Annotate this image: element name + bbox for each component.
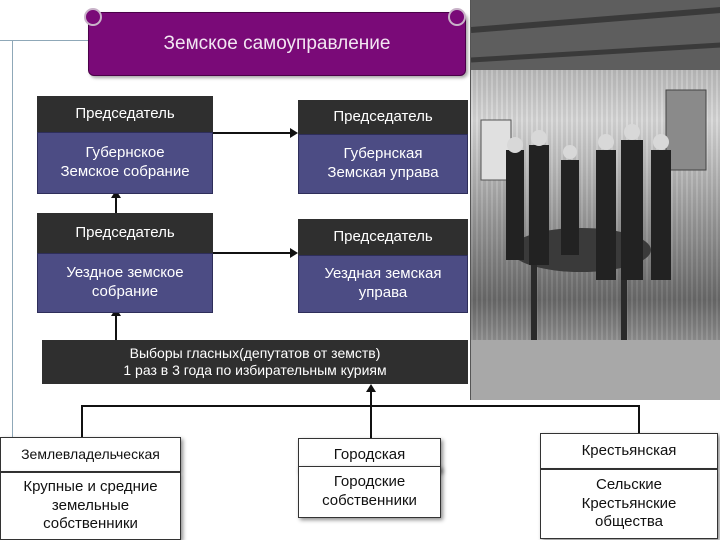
elections-label: Выборы гласных(депутатов от земств) 1 ра… — [123, 345, 387, 378]
uezd-board-chair-label: Председатель — [333, 227, 433, 245]
connector-uezd-to-gubernia — [115, 195, 117, 213]
connector-bus-to-elections — [370, 388, 372, 438]
gubernia-assembly-label: Губернское Земское собрание — [60, 144, 190, 180]
uezd-assembly-chair-label: Председатель — [75, 223, 175, 241]
gubernia-assembly-chair-label: Председатель — [75, 104, 175, 122]
slide-side-line-top — [0, 40, 100, 41]
engraving-shapes — [470, 0, 720, 400]
connector-chair-to-chair-top — [213, 132, 295, 134]
connector-bus-right — [638, 405, 640, 433]
curia-landowners-header: Землевладельческая — [0, 437, 181, 472]
curia-peasant-members: Сельские Крестьянские общества — [540, 469, 718, 539]
curia-peasant-name: Крестьянская — [581, 441, 677, 459]
scroll-roll-left — [84, 8, 102, 26]
scroll-roll-right — [448, 8, 466, 26]
zemstvo-meeting-engraving — [470, 0, 720, 400]
connector-elections-to-uezd — [115, 313, 117, 340]
arrowhead-up-gubernia — [111, 190, 121, 198]
gubernia-board-chair: Председатель — [298, 100, 468, 134]
curia-landowners-name: Землевладельческая — [21, 445, 160, 462]
arrowhead-up-elections — [366, 384, 376, 392]
page-title: Земское самоуправление — [163, 33, 391, 54]
curia-town-members-label: Городские собственники — [322, 473, 417, 509]
title-banner: Земское самоуправление — [88, 12, 466, 76]
arrowhead-right-mid — [290, 248, 298, 258]
curia-town-name: Городская — [333, 445, 406, 463]
uezd-assembly: Уездное земское собрание — [37, 253, 213, 313]
curia-peasant-members-label: Сельские Крестьянские общества — [581, 475, 677, 531]
uezd-board: Уездная земская управа — [298, 255, 468, 313]
slide-side-line-left — [12, 40, 13, 540]
gubernia-assembly: Губернское Земское собрание — [37, 132, 213, 194]
uezd-assembly-chair: Председатель — [37, 213, 213, 253]
uezd-board-chair: Председатель — [298, 219, 468, 255]
curia-landowners-members: Крупные и средние земельные собственники — [0, 472, 181, 540]
uezd-assembly-label: Уездное земское собрание — [66, 264, 184, 300]
curia-town-members: Городские собственники — [298, 466, 441, 518]
gubernia-board-label: Губернская Земская управа — [327, 145, 439, 181]
gubernia-assembly-chair: Председатель — [37, 96, 213, 132]
gubernia-board: Губернская Земская управа — [298, 134, 468, 194]
connector-chair-to-chair-mid — [213, 252, 295, 254]
curia-peasant-header: Крестьянская — [540, 433, 718, 469]
connector-bus-left — [81, 405, 83, 437]
elections-box: Выборы гласных(депутатов от земств) 1 ра… — [42, 340, 468, 384]
gubernia-board-chair-label: Председатель — [333, 107, 433, 125]
connector-curiae-bus — [81, 405, 640, 407]
arrowhead-right-top — [290, 128, 298, 138]
uezd-board-label: Уездная земская управа — [324, 265, 442, 301]
curia-landowners-members-label: Крупные и средние земельные собственники — [23, 477, 158, 533]
